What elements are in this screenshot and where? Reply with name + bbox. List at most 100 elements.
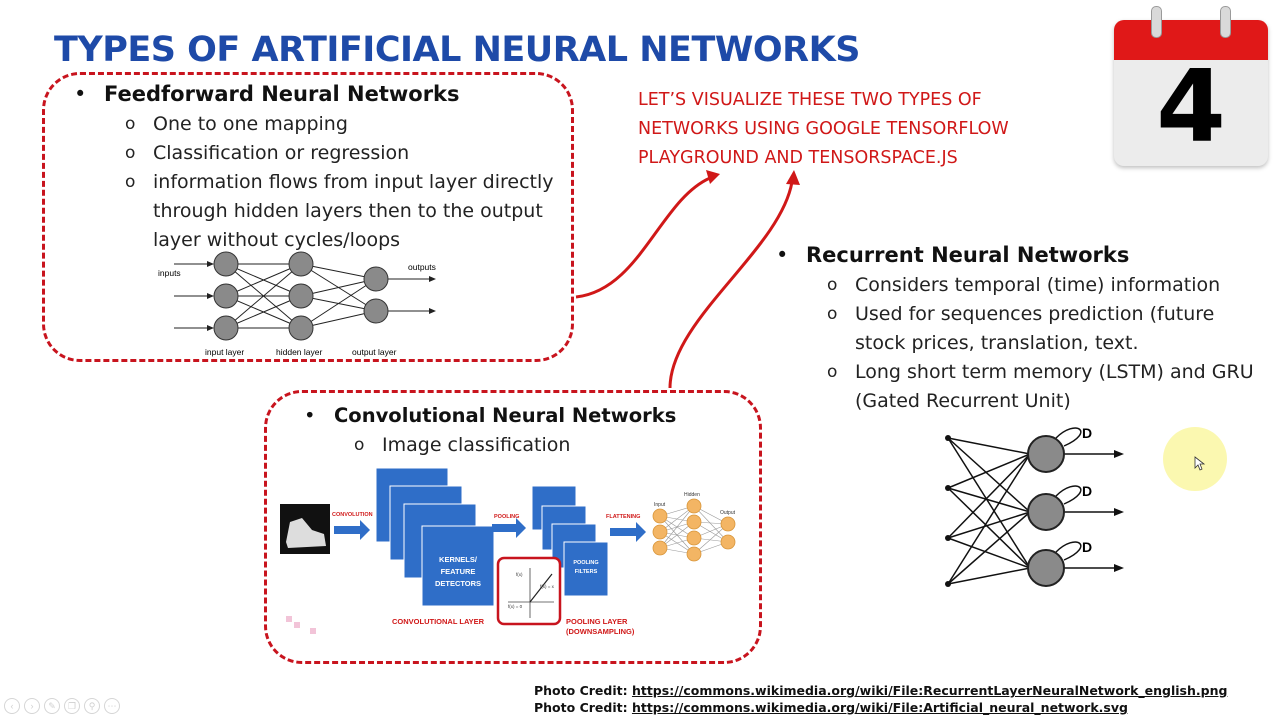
kernels-label-1: KERNELS/ bbox=[439, 555, 478, 564]
feedforward-box bbox=[42, 72, 574, 362]
feedforward-heading: • Feedforward Neural Networks bbox=[74, 82, 460, 106]
ff-output-layer-label: output layer bbox=[352, 347, 397, 357]
ff-hidden-node bbox=[288, 315, 314, 341]
dense-output-node bbox=[720, 516, 736, 532]
calendar-ring-right bbox=[1220, 6, 1231, 38]
rnn-heading-text: Recurrent Neural Networks bbox=[806, 243, 1130, 267]
cnn-box bbox=[264, 390, 762, 664]
sub-marker: o bbox=[827, 304, 838, 324]
credit-link-rnn[interactable]: https://commons.wikimedia.org/wiki/File:… bbox=[631, 683, 1228, 698]
kernels-label-3: DETECTORS bbox=[435, 579, 481, 588]
dense-hidden-node bbox=[686, 514, 702, 530]
dense-input-node bbox=[652, 524, 668, 540]
dense-input-label: Input bbox=[654, 502, 666, 508]
dense-output-label: Output bbox=[720, 510, 736, 516]
sub-marker: o bbox=[125, 143, 136, 163]
bullet-marker: • bbox=[74, 82, 87, 106]
credit-line-1: Photo Credit: https://commons.wikimedia.… bbox=[534, 682, 1227, 699]
photo-credits: Photo Credit: https://commons.wikimedia.… bbox=[534, 682, 1227, 716]
arrow-head-2 bbox=[786, 170, 800, 185]
pool-layer-label-1: POOLING LAYER bbox=[566, 617, 628, 626]
calendar-number: 4 bbox=[1156, 48, 1226, 165]
ff-input-layer-label: input layer bbox=[205, 347, 244, 357]
relu-identity-label: f(x) = x bbox=[540, 584, 555, 589]
feedforward-point-2-text: Classification or regression bbox=[153, 142, 410, 164]
credit-label: Photo Credit: bbox=[534, 683, 628, 698]
rnn-point-2: o Used for sequences prediction (future s… bbox=[827, 300, 1255, 358]
ff-input-node bbox=[213, 315, 239, 341]
cta-line-1: LET’S VISUALIZE THESE TWO TYPES OF bbox=[638, 90, 982, 110]
rnn-node bbox=[1027, 493, 1065, 531]
cta-text: LET’S VISUALIZE THESE TWO TYPES OF NETWO… bbox=[638, 86, 1078, 173]
sub-marker: o bbox=[125, 172, 136, 192]
dense-input-node bbox=[652, 540, 668, 556]
relu-zero-label: f(x) = 0 bbox=[508, 604, 523, 609]
feedforward-heading-text: Feedforward Neural Networks bbox=[104, 82, 460, 106]
rnn-input-dot bbox=[945, 485, 951, 491]
bullet-marker: • bbox=[304, 404, 316, 427]
rnn-diagram: D D D bbox=[945, 425, 1124, 587]
cnn-point-1-text: Image classification bbox=[382, 434, 571, 456]
dense-output-node bbox=[720, 534, 736, 550]
shoe-shape bbox=[286, 518, 326, 548]
next-icon[interactable]: › bbox=[24, 698, 40, 714]
feedforward-point-3: o information flows from input layer dire… bbox=[125, 168, 569, 255]
credit-label: Photo Credit: bbox=[534, 700, 628, 715]
ff-hidden-node bbox=[288, 283, 314, 309]
more-icon[interactable]: ⋯ bbox=[104, 698, 120, 714]
sub-marker: o bbox=[827, 362, 838, 382]
ff-outputs-label: outputs bbox=[408, 262, 436, 272]
flattening-arrow bbox=[610, 522, 646, 542]
rnn-input-dot bbox=[945, 535, 951, 541]
pooling-filters-label-2: FILTERS bbox=[575, 569, 598, 575]
credit-link-ann[interactable]: https://commons.wikimedia.org/wiki/File:… bbox=[631, 700, 1128, 715]
mouse-pointer-icon bbox=[1194, 456, 1206, 471]
copy-icon[interactable]: ❐ bbox=[64, 698, 80, 714]
feedforward-point-3-text: information flows from input layer direc… bbox=[153, 171, 554, 251]
ff-output-node bbox=[363, 266, 389, 292]
feedforward-diagram: inputs outputs input layer hidden layer … bbox=[158, 251, 436, 357]
dense-input-node bbox=[652, 508, 668, 524]
rnn-point-2-text: Used for sequences prediction (future st… bbox=[855, 303, 1215, 354]
convolution-arrow bbox=[334, 520, 370, 540]
cta-line-2: NETWORKS USING GOOGLE TENSORFLOW bbox=[638, 119, 1009, 139]
dense-hidden-node bbox=[686, 546, 702, 562]
convolution-label: CONVOLUTION bbox=[332, 512, 373, 518]
rnn-node bbox=[1027, 435, 1065, 473]
cnn-diagram: CONVOLUTION KERNELS/ FEATURE DETECTORS P… bbox=[280, 467, 736, 636]
rnn-delay-label: D bbox=[1082, 483, 1092, 499]
prev-icon[interactable]: ‹ bbox=[4, 698, 20, 714]
ff-hidden-node bbox=[288, 251, 314, 277]
feedforward-point-2: o Classification or regression bbox=[125, 139, 573, 168]
presenter-toolbar: ‹ › ✎ ❐ ⚲ ⋯ bbox=[4, 698, 120, 714]
sub-marker: o bbox=[827, 275, 838, 295]
ff-output-node bbox=[363, 298, 389, 324]
ff-input-node bbox=[213, 251, 239, 277]
pooling-label: POOLING bbox=[494, 514, 519, 520]
rnn-point-1-text: Considers temporal (time) information bbox=[855, 274, 1221, 296]
pooling-filters-label-1: POOLING bbox=[573, 560, 598, 566]
zoom-icon[interactable]: ⚲ bbox=[84, 698, 100, 714]
calendar-icon: 4 bbox=[1114, 6, 1268, 168]
pool-layer-label-2: (DOWNSAMPLING) bbox=[566, 627, 635, 636]
sub-marker: o bbox=[125, 114, 136, 134]
ff-input-node bbox=[213, 283, 239, 309]
rnn-input-dot bbox=[945, 581, 951, 587]
dense-hidden-label: Hidden bbox=[684, 492, 700, 498]
pooling-arrow bbox=[492, 518, 526, 538]
cnn-heading-text: Convolutional Neural Networks bbox=[334, 404, 677, 427]
ff-hidden-layer-label: hidden layer bbox=[276, 347, 322, 357]
slide-title: TYPES OF ARTIFICIAL NEURAL NETWORKS bbox=[54, 30, 860, 70]
ff-inputs-label: inputs bbox=[158, 268, 181, 278]
rnn-input-dot bbox=[945, 435, 951, 441]
cta-line-3: PLAYGROUND AND TENSORSPACE.JS bbox=[638, 148, 958, 168]
pen-icon[interactable]: ✎ bbox=[44, 698, 60, 714]
decor-square bbox=[310, 628, 316, 634]
calendar-header bbox=[1114, 20, 1268, 60]
kernels-label-2: FEATURE bbox=[441, 567, 476, 576]
decor-square bbox=[286, 616, 292, 622]
sub-marker: o bbox=[354, 435, 365, 455]
